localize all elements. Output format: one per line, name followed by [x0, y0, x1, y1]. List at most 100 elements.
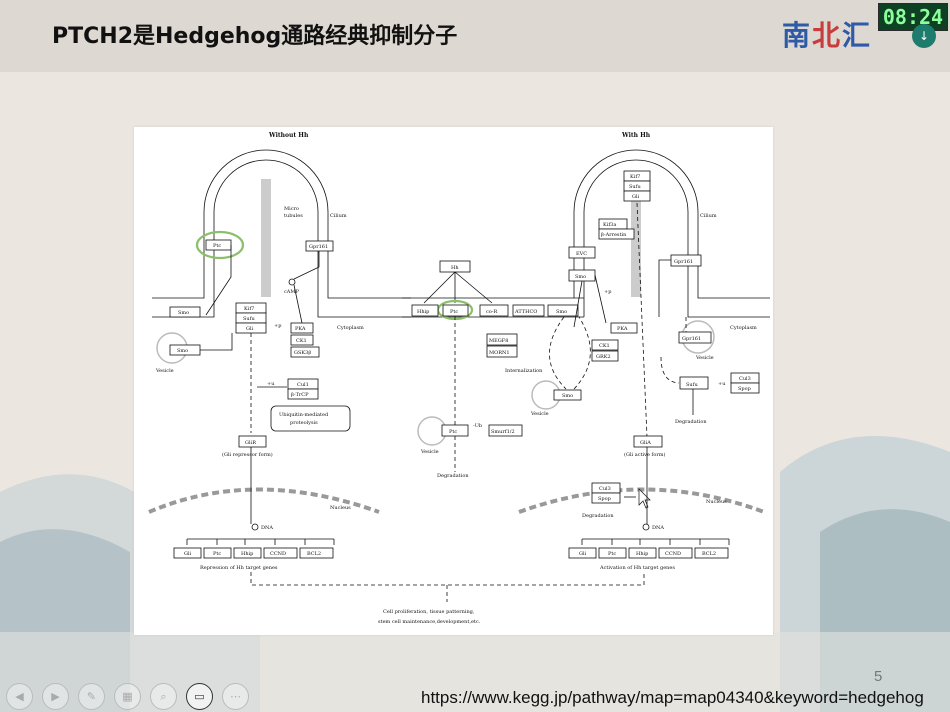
pen-icon[interactable]: ✎: [78, 683, 105, 710]
gene-spop-right[interactable]: [730, 382, 760, 394]
gli-active-label: (Gli active form): [624, 451, 665, 458]
clock-display: 08:24: [878, 3, 948, 31]
dna-label-right: DNA: [652, 525, 664, 531]
target-ptc-left[interactable]: [203, 547, 232, 559]
video-icon[interactable]: ▭: [186, 683, 213, 710]
gene-kif7-left-label: Kif7: [244, 306, 254, 312]
brand-logo: 南北汇: [782, 14, 872, 54]
gene-sufu-cyto[interactable]: [679, 376, 709, 390]
gene-pka-right-label: PKA: [617, 326, 628, 332]
prev-slide-button[interactable]: ◀: [6, 683, 33, 710]
vesicle-label-mid2: Vesicle: [530, 411, 549, 417]
gene-barrestin[interactable]: [598, 228, 635, 240]
slides-grid-icon[interactable]: ▦: [114, 683, 141, 710]
target-hhip-right[interactable]: [628, 547, 657, 559]
gene-smurf[interactable]: [488, 424, 523, 437]
gene-hh-label: Hh: [451, 265, 459, 271]
gene-spop-nuc[interactable]: [591, 492, 621, 504]
gene-gsk3b-left[interactable]: [290, 346, 320, 358]
gene-glir[interactable]: [238, 435, 267, 448]
gene-smo-vesicle-mid-label: Smo: [562, 393, 573, 399]
slide-title: PTCH2是Hedgehog通路经典抑制分子: [52, 24, 458, 49]
gene-cor[interactable]: [479, 304, 509, 317]
gene-spop-right-label: Spop: [738, 386, 751, 392]
cilium-label-left: Cilium: [330, 213, 347, 219]
target-genes-right: Gli Ptc Hhip CCND BCL2: [568, 547, 729, 559]
gene-smo-vesicle-left-label: Smo: [177, 348, 188, 354]
slideshow-controls: ◀ ▶ ✎ ▦ ⌕ ▭ ⋯: [6, 683, 249, 710]
gene-gli-right[interactable]: [623, 190, 651, 202]
gene-gpr161-left-label: Gpr161: [309, 244, 328, 250]
target-gli-left-label: Gli: [184, 551, 192, 557]
outcome-label-2: stem cell maintenance,development,etc.: [378, 619, 481, 625]
gene-ck1-left[interactable]: [290, 334, 314, 346]
gene-pka-left-label: PKA: [295, 326, 306, 332]
p-sign-left: +p: [274, 323, 281, 329]
gene-pka-right[interactable]: [610, 322, 638, 334]
logo-char-1: 南: [782, 19, 813, 52]
left-title: Without Hh: [268, 132, 309, 139]
gene-grk2-label: GRK2: [596, 354, 611, 360]
gene-gsk3b-left-label: GSK3β: [294, 350, 311, 356]
ubiquitin-box-left[interactable]: [270, 405, 351, 432]
gene-gpr161-vesicle[interactable]: [678, 331, 712, 344]
cursor-icon: [638, 488, 651, 509]
gene-morn1[interactable]: [486, 345, 518, 358]
gene-gpr161-right-label: Gpr161: [674, 259, 693, 265]
gene-glia[interactable]: [633, 435, 663, 448]
zoom-icon[interactable]: ⌕: [150, 683, 177, 710]
cilium-label-right: Cilium: [700, 213, 717, 219]
vesicle-label-right: Vesicle: [695, 355, 714, 361]
target-gli-left[interactable]: [173, 547, 202, 559]
gene-cul3-nuc-label: Cul3: [599, 486, 611, 492]
gene-gpr161-left[interactable]: [305, 240, 334, 252]
gene-evc[interactable]: [568, 246, 596, 259]
gene-kif3a-label: Kif3a: [603, 222, 616, 228]
gli-repressor-label: (Gli repressor form): [222, 451, 273, 458]
gene-gpr161-right[interactable]: [670, 254, 702, 267]
nucleus-label-left: Nucleus: [330, 505, 351, 511]
gene-grk2[interactable]: [591, 350, 619, 362]
gene-ptc-mid[interactable]: [442, 304, 469, 317]
gene-gli-left-label: Gli: [246, 326, 254, 332]
nucleus-label-right: Nucleus: [706, 499, 727, 505]
gene-btrcp-left[interactable]: [287, 388, 319, 400]
logo-badge-icon: ↓: [912, 24, 936, 48]
target-bcl2-right[interactable]: [694, 547, 729, 559]
target-ccnd-left[interactable]: [263, 547, 298, 559]
repression-label: Repression of Hh target genes: [200, 565, 278, 571]
target-ccnd-right[interactable]: [658, 547, 693, 559]
gene-smo-mid-label: Smo: [556, 309, 567, 315]
gene-smo-left-label: Smo: [178, 310, 189, 316]
gene-hhip-mid-label: Hhip: [417, 309, 429, 315]
internalization-label: Internalization: [505, 368, 543, 374]
gene-ptc-left-label: Ptc: [213, 243, 221, 249]
vesicle-label-mid: Vesicle: [420, 449, 439, 455]
target-hhip-left[interactable]: [233, 547, 262, 559]
camp-label: cAMP: [284, 289, 300, 295]
micro-label-left: Micro: [284, 206, 299, 212]
degradation-label-mid: Degradation: [437, 473, 469, 479]
target-bcl2-left[interactable]: [299, 547, 334, 559]
vesicle-label-left: Vesicle: [155, 368, 174, 374]
gene-smo-vesicle-mid[interactable]: [553, 389, 582, 401]
more-options-icon[interactable]: ⋯: [222, 683, 249, 710]
target-hhip-left-label: Hhip: [241, 551, 253, 557]
gene-smo-left[interactable]: [169, 306, 201, 318]
gene-gpr161-vesicle-label: Gpr161: [682, 336, 701, 342]
target-ptc-right[interactable]: [598, 547, 627, 559]
gene-megf8-label: MEGF8: [489, 338, 508, 344]
gene-megf8[interactable]: [486, 333, 518, 346]
next-slide-button[interactable]: ▶: [42, 683, 69, 710]
gene-smo-mid[interactable]: [547, 304, 579, 317]
gene-evc-label: EVC: [576, 251, 587, 257]
target-ccnd-right-label: CCND: [665, 551, 681, 557]
gene-atthco[interactable]: [512, 304, 545, 317]
gene-sufu-right-label: Sufu: [629, 184, 641, 190]
gene-spop-nuc-label: Spop: [598, 496, 611, 502]
gene-ck1-right[interactable]: [591, 339, 619, 351]
target-gli-right[interactable]: [568, 547, 597, 559]
gene-glia-label: GliA: [640, 440, 651, 446]
gene-cor-label: co-R: [486, 309, 498, 315]
gene-hhip-mid[interactable]: [411, 304, 439, 317]
